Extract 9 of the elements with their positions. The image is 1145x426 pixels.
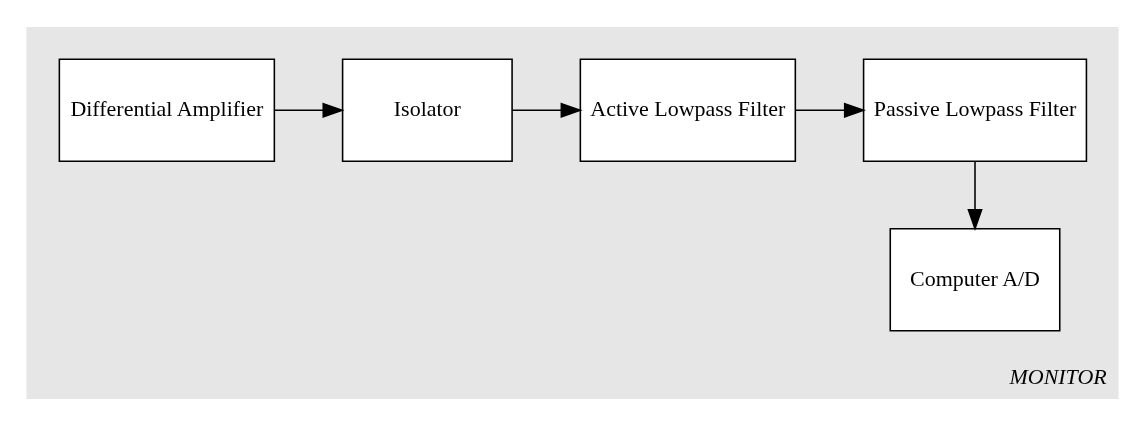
node-box: Computer A/D	[889, 227, 1061, 332]
arrow	[967, 160, 983, 231]
arrow	[794, 102, 866, 118]
node-box: Isolator	[341, 58, 513, 162]
arrow	[273, 102, 345, 118]
node-box: Active Lowpass Filter	[579, 58, 797, 162]
node-box: Passive Lowpass Filter	[862, 58, 1088, 162]
node-box: Differential Amplifier	[58, 58, 276, 162]
arrow	[511, 102, 583, 118]
